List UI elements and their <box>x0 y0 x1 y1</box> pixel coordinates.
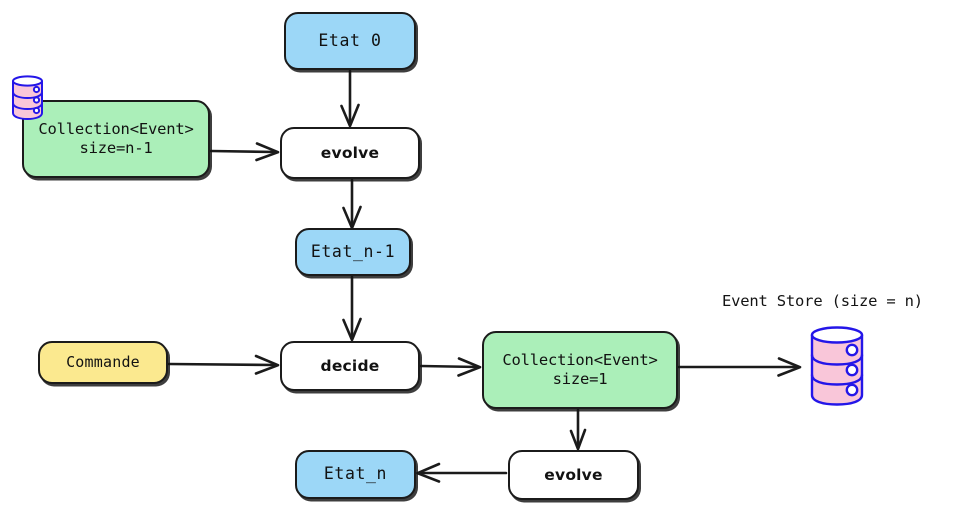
edge-commande-to-decide <box>167 354 280 375</box>
edge-etat-n1-to-decide <box>342 275 362 342</box>
command-node-commande[interactable]: Commande <box>38 341 168 384</box>
state-node-etat-n[interactable]: Etat_n <box>295 450 416 499</box>
edge-etat0-to-evolve-top <box>340 69 360 128</box>
node-label: Etat_n <box>323 464 388 484</box>
collection-node-size-1[interactable]: Collection<Event> size=1 <box>482 331 678 409</box>
node-label-primary: Collection<Event> <box>502 351 658 370</box>
node-label-secondary: size=1 <box>552 370 608 388</box>
state-node-etat-n-minus-1[interactable]: Etat_n-1 <box>295 228 411 276</box>
node-label: evolve <box>320 143 380 162</box>
event-store-label: Event Store (size = n) <box>722 292 923 310</box>
state-node-etat0[interactable]: Etat 0 <box>284 12 416 70</box>
edge-evolve-top-to-etat-n1 <box>342 178 362 230</box>
node-label: evolve <box>544 465 603 484</box>
node-label: Etat 0 <box>318 30 382 50</box>
process-node-decide[interactable]: decide <box>280 341 420 391</box>
node-label: decide <box>320 356 380 375</box>
node-label-primary: Collection<Event> <box>38 120 194 139</box>
process-node-evolve-bottom[interactable]: evolve <box>508 450 639 500</box>
edge-evolve-bottom-to-etat-n <box>416 462 508 483</box>
edge-decide-to-collection1 <box>419 357 482 377</box>
node-label: Etat_n-1 <box>310 241 396 261</box>
collection-node-size-n-minus-1[interactable]: Collection<Event> size=n-1 <box>22 100 210 178</box>
event-store-cylinder-icon <box>810 326 864 406</box>
node-label-secondary: size=n-1 <box>79 139 153 157</box>
edge-collection1-to-evolve-bottom <box>569 408 587 451</box>
node-label: Commande <box>66 353 140 372</box>
edge-collection-to-evolve-top <box>209 142 280 162</box>
edge-collection1-to-store <box>677 357 802 377</box>
process-node-evolve-top[interactable]: evolve <box>280 127 420 179</box>
database-icon <box>12 75 43 120</box>
